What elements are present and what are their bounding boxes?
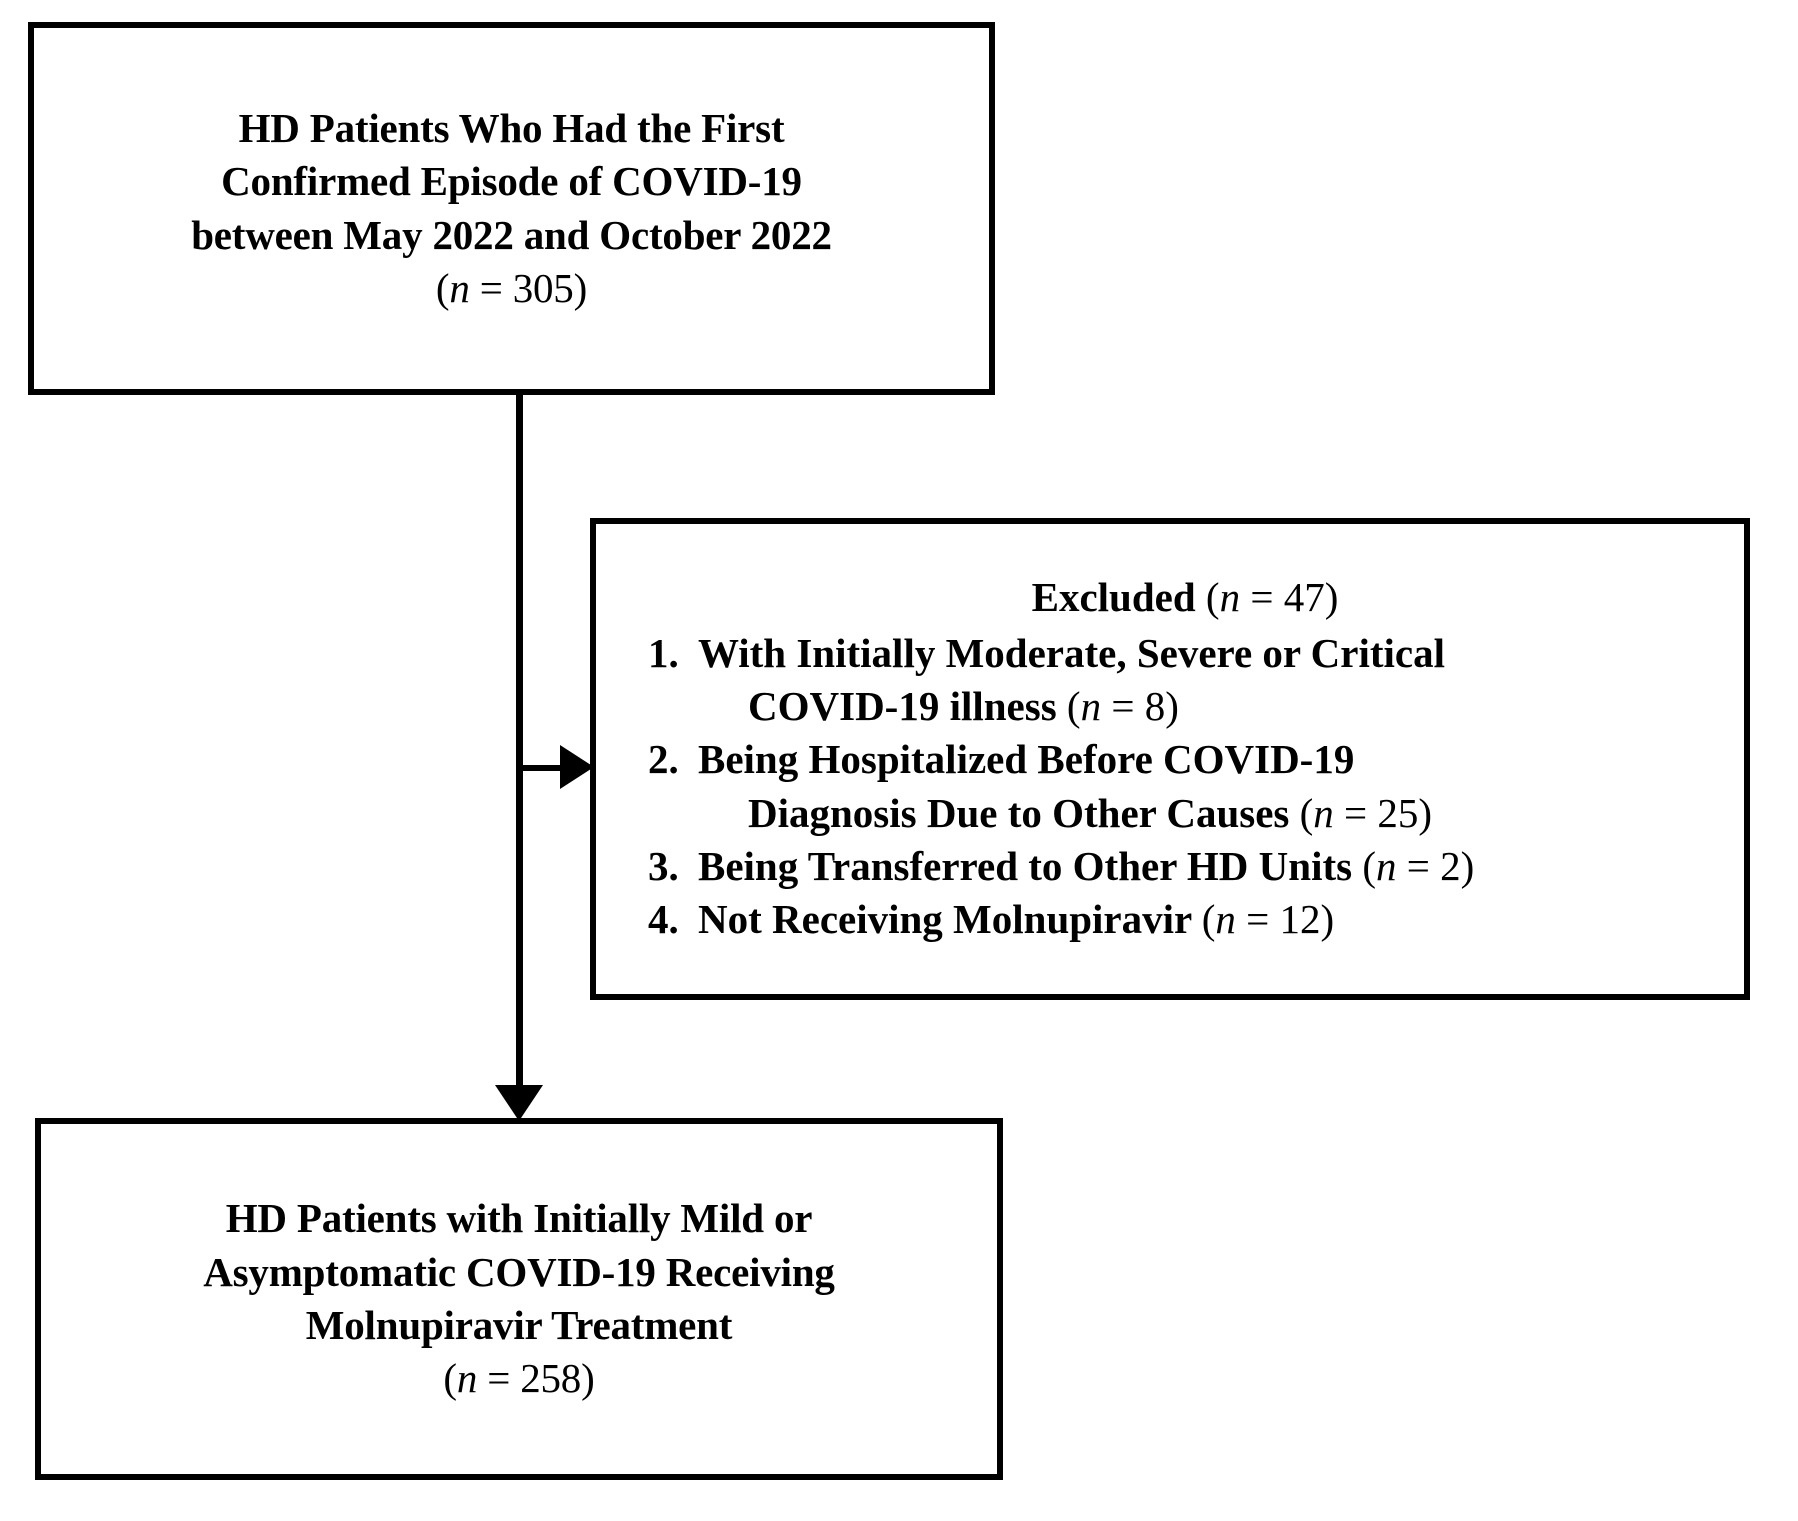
excluded-reason-item-2: 2. Being Hospitalized Before COVID-19 Dia…	[648, 733, 1722, 840]
excluded-reason-item-4: 4. Not Receiving Molnupiravir (n = 12)	[648, 893, 1722, 946]
included-line-1: HD Patients with Initially Mild or	[225, 1195, 813, 1242]
excluded-heading-label: Excluded	[1031, 574, 1196, 621]
included-cohort-text: HD Patients with Initially Mild or Asymp…	[189, 1192, 848, 1405]
enrolled-line-2: Confirmed Episode of COVID-19	[221, 158, 802, 205]
arrow-right-icon	[560, 745, 594, 789]
excluded-heading-n-label: (n = 47)	[1205, 574, 1339, 621]
excluded-reason-item-1: 1. With Initially Moderate, Severe or Cri…	[648, 627, 1722, 734]
excluded-reason-4-line-1: Not Receiving Molnupiravir	[698, 896, 1192, 943]
enrolled-n-label: (n = 305)	[435, 264, 588, 311]
excluded-reason-1-number: 1.	[648, 629, 679, 676]
excluded-reason-2-line-1: Being Hospitalized Before COVID-19	[698, 736, 1355, 783]
excluded-reason-2-number: 2.	[648, 736, 679, 783]
arrow-down-icon	[495, 1085, 543, 1121]
enrolled-line-3: between May 2022 and October 2022	[191, 211, 832, 258]
excluded-reason-3-number: 3.	[648, 842, 679, 889]
excluded-reason-4-number: 4.	[648, 896, 679, 943]
excluded-reason-list: 1. With Initially Moderate, Severe or Cri…	[648, 627, 1722, 947]
excluded-reason-3-n-label: (n = 2)	[1362, 842, 1475, 889]
connector-horizontal-line	[516, 765, 564, 771]
excluded-reason-3-line-1: Being Transferred to Other HD Units	[698, 842, 1353, 889]
excluded-reason-4-n-label: (n = 12)	[1201, 896, 1335, 943]
enrolled-cohort-text: HD Patients Who Had the First Confirmed …	[177, 102, 846, 315]
excluded-heading: Excluded (n = 47)	[648, 571, 1722, 624]
included-line-3: Molnupiravir Treatment	[305, 1302, 733, 1348]
excluded-box: Excluded (n = 47) 1. With Initially Moder…	[590, 518, 1750, 1000]
included-cohort-box: HD Patients with Initially Mild or Asymp…	[35, 1118, 1003, 1480]
excluded-reason-item-3: 3. Being Transferred to Other HD Units (n…	[648, 840, 1722, 893]
enrolled-line-1: HD Patients Who Had the First	[238, 104, 785, 151]
excluded-reason-2-n-label: (n = 25)	[1299, 789, 1433, 836]
excluded-reason-1-line-2: COVID-19 illness	[748, 683, 1057, 730]
excluded-reason-2-line-2: Diagnosis Due to Other Causes	[748, 789, 1290, 836]
excluded-reason-1-n-label: (n = 8)	[1066, 683, 1179, 730]
included-n-label: (n = 258)	[443, 1355, 595, 1402]
included-line-2: Asymptomatic COVID-19 Receiving	[203, 1248, 835, 1295]
connector-vertical-line	[516, 395, 523, 1095]
excluded-reason-1-line-1: With Initially Moderate, Severe or Criti…	[698, 629, 1445, 676]
excluded-content: Excluded (n = 47) 1. With Initially Moder…	[596, 571, 1744, 946]
enrolled-cohort-box: HD Patients Who Had the First Confirmed …	[28, 22, 995, 395]
